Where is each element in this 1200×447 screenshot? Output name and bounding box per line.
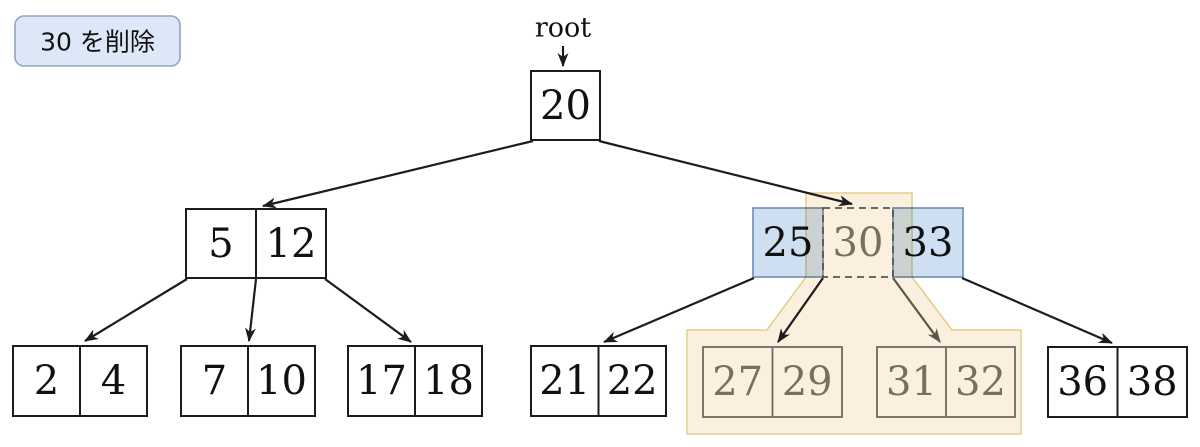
key-21: 21: [539, 358, 590, 404]
key-5: 5: [208, 221, 233, 267]
annotation-box: [14, 15, 181, 67]
key-10: 10: [256, 358, 307, 404]
key-7: 7: [202, 358, 227, 404]
key-38: 38: [1127, 359, 1178, 405]
tree-edges: [84, 139, 1113, 345]
leaf-7-10: 7 10: [180, 345, 316, 417]
edge-left-to-leaf-2-4: [84, 278, 188, 342]
root-pointer-label: root: [535, 13, 591, 44]
key-27: 27: [712, 359, 763, 405]
leaf-21-22: 21 22: [530, 345, 667, 417]
edge-left-to-leaf-17-18: [324, 278, 412, 343]
annotation-label: 30 を削除: [40, 28, 155, 57]
leaf-17-18: 17 18: [347, 345, 483, 417]
key-32: 32: [955, 359, 1006, 405]
leaf-31-32: 31 32: [876, 346, 1016, 418]
edge-root-to-left-internal: [262, 139, 534, 209]
edge-right-to-leaf-21-22: [603, 276, 755, 344]
key-17: 17: [356, 358, 407, 404]
dashed-cell-border: [822, 207, 894, 278]
key-4: 4: [101, 358, 126, 404]
key-36: 36: [1057, 359, 1108, 405]
edge-root-to-right-internal: [598, 139, 853, 207]
key-22: 22: [607, 358, 658, 404]
key-18: 18: [423, 358, 474, 404]
left-internal-node: 5 12: [185, 208, 327, 279]
root-node: 20: [530, 70, 601, 141]
edge-left-to-leaf-7-10: [244, 278, 258, 342]
annotation-badge: 30 を削除: [14, 15, 181, 67]
leaf-36-38: 36 38: [1047, 346, 1188, 418]
key-12: 12: [266, 221, 317, 267]
key-29: 29: [782, 359, 833, 405]
key-20: 20: [540, 83, 591, 129]
deleted-key-cell: 30: [822, 207, 894, 278]
edge-right-to-leaf-31-32: [892, 277, 941, 343]
edge-right-to-leaf-27-29: [777, 277, 824, 343]
root-pointer: root: [535, 13, 591, 67]
key-30: 30: [833, 220, 884, 266]
root-node-box: [530, 70, 601, 141]
key-25: 25: [763, 220, 814, 266]
highlight-region: [686, 192, 1022, 435]
edge-right-to-leaf-36-38: [961, 276, 1113, 345]
leaf-27-29: 27 29: [702, 346, 843, 418]
key-31: 31: [886, 359, 937, 405]
key-2: 2: [34, 358, 59, 404]
leaf-2-4: 2 4: [12, 345, 148, 417]
